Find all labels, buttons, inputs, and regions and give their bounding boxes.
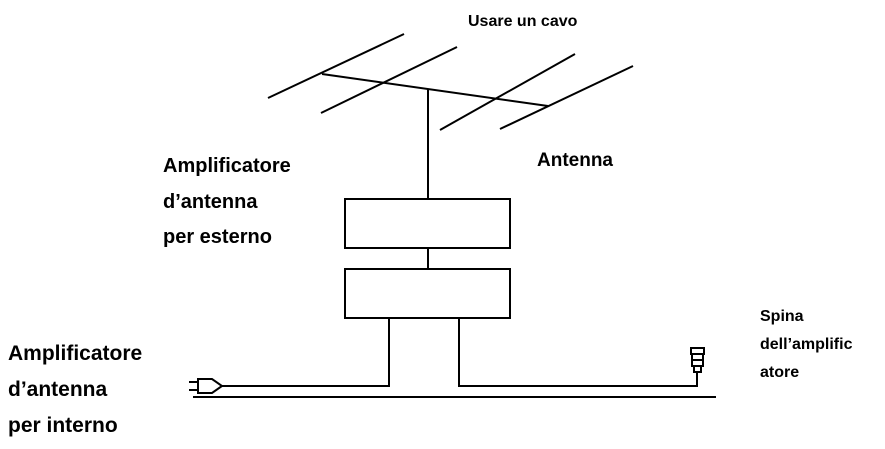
- cable-label: Usare un cavo: [468, 13, 578, 30]
- antenna-element-2: [320, 46, 458, 114]
- amplifier-plug-label: Spina dell’amplific atore: [760, 307, 852, 391]
- power-plug-icon: [189, 378, 224, 394]
- indoor-amplifier-label: Amplificatore d’antenna per interno: [8, 341, 142, 449]
- antenna-element-1: [267, 33, 405, 99]
- outdoor-amplifier-label-line-2: d’antenna: [163, 190, 258, 213]
- signal-cable: [458, 318, 698, 387]
- outdoor-amplifier-label: Amplificatore d’antenna per esterno: [163, 154, 291, 261]
- amplifier-plug-label-line-2: dell’amplific: [760, 336, 853, 353]
- indoor-amplifier-box: [344, 268, 511, 319]
- amplifier-plug-label-line-3: atore: [760, 364, 800, 381]
- indoor-amplifier-label-line-3: per interno: [8, 414, 118, 437]
- antenna-element-3: [439, 53, 576, 131]
- indoor-amplifier-label-line-2: d’antenna: [8, 378, 108, 401]
- antenna-element-4: [499, 65, 634, 130]
- outdoor-amplifier-box: [344, 198, 511, 249]
- amplifier-plug-label-line-1: Spina: [760, 308, 804, 325]
- power-cable: [222, 318, 390, 387]
- outdoor-amplifier-label-line-1: Amplificatore: [163, 155, 291, 177]
- antenna-boom: [321, 73, 549, 107]
- indoor-amplifier-label-line-1: Amplificatore: [8, 342, 143, 365]
- outdoor-amplifier-label-line-3: per esterno: [163, 226, 272, 248]
- amplifier-plug-icon: [690, 347, 705, 373]
- antenna-label: Antenna: [537, 150, 613, 171]
